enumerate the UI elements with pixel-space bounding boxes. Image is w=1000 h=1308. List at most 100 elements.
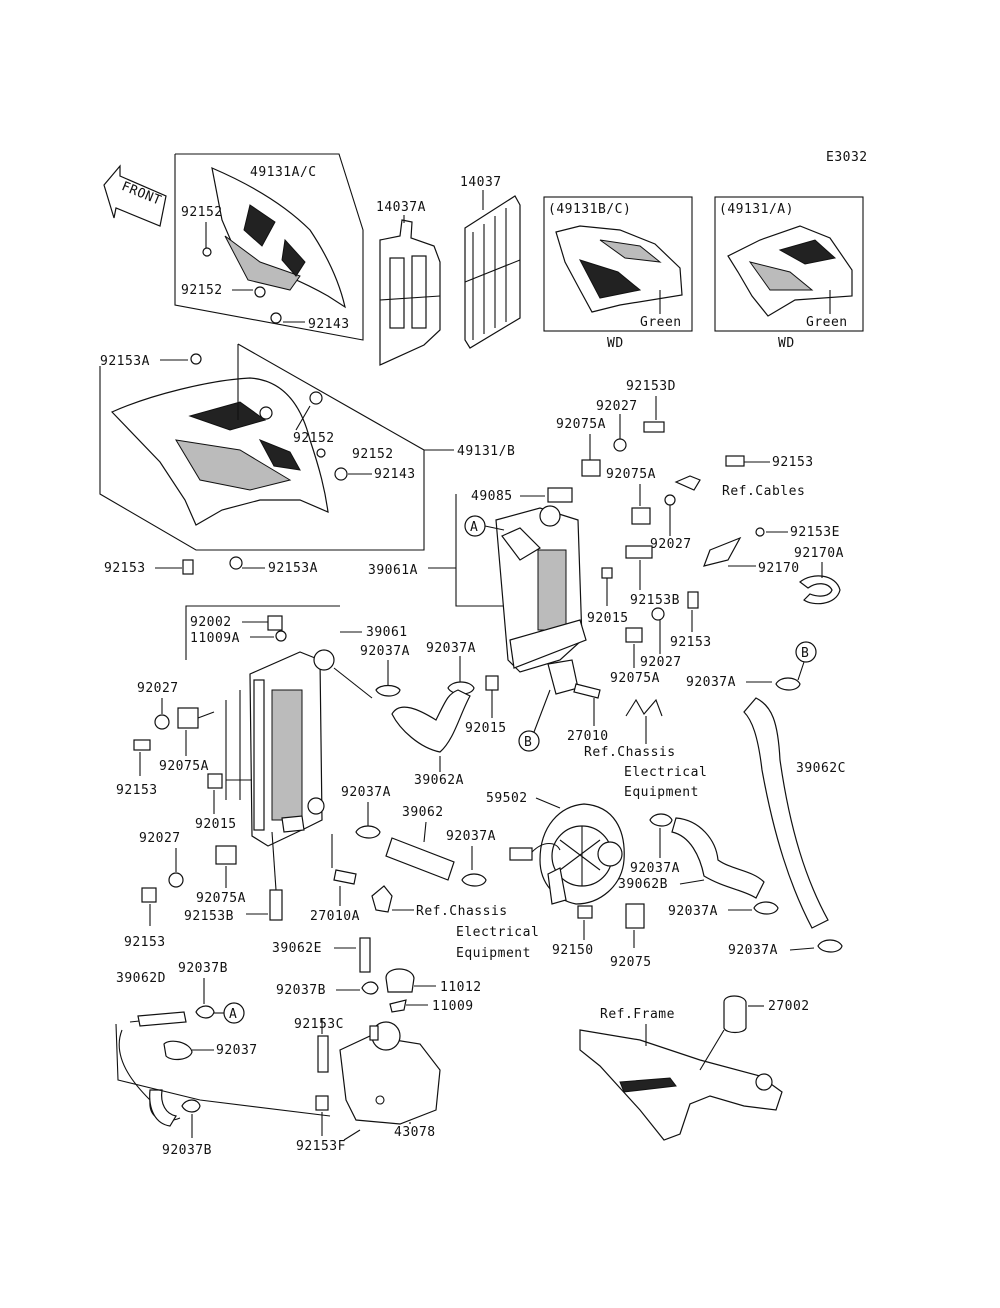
ref-chassis-2: Ref.Chassis bbox=[416, 904, 508, 919]
part-92037a-a: 92037A bbox=[360, 644, 410, 659]
part-92152-b: 92152 bbox=[181, 283, 223, 298]
part-92037b-c: 92037B bbox=[162, 1143, 212, 1158]
part-92170: 92170 bbox=[758, 561, 800, 576]
callout-b-mid-label: B bbox=[524, 735, 532, 750]
hose-39062 bbox=[385, 837, 455, 881]
part-92037a-d: 92037A bbox=[341, 785, 391, 800]
part-92027-e: 92027 bbox=[139, 831, 181, 846]
hose-39062b bbox=[671, 817, 765, 899]
part-92075a-e: 92075A bbox=[196, 891, 246, 906]
part-39061a: 39061A bbox=[368, 563, 418, 578]
wd-box-49131bc bbox=[543, 196, 693, 332]
reservoir-tank-43078 bbox=[339, 1021, 441, 1125]
wd-box-49131a bbox=[714, 196, 864, 332]
part-92075a-d: 92075A bbox=[159, 759, 209, 774]
radiator-39061a bbox=[455, 494, 587, 695]
part-92153a-b: 92153A bbox=[268, 561, 318, 576]
part-14037a: 14037A bbox=[376, 200, 426, 215]
part-27010: 27010 bbox=[567, 729, 609, 744]
part-49131b: 49131/B bbox=[457, 444, 515, 459]
electrical-1: Electrical bbox=[624, 765, 707, 780]
part-92037b-a: 92037B bbox=[178, 961, 228, 976]
shroud-49131b bbox=[99, 343, 425, 551]
part-92153e: 92153E bbox=[790, 525, 840, 540]
part-92027-b: 92027 bbox=[650, 537, 692, 552]
equipment-2: Equipment bbox=[456, 946, 531, 961]
fan-59502 bbox=[509, 803, 625, 905]
part-92002: 92002 bbox=[190, 615, 232, 630]
ref-frame: Ref.Frame bbox=[600, 1007, 675, 1022]
part-92075a-c: 92075A bbox=[610, 671, 660, 686]
part-27010a: 27010A bbox=[310, 909, 360, 924]
part-39062c: 39062C bbox=[796, 761, 846, 776]
part-92037a-f: 92037A bbox=[630, 861, 680, 876]
diagram-code: E3032 bbox=[826, 150, 868, 165]
part-92027-a: 92027 bbox=[596, 399, 638, 414]
ref-chassis-1: Ref.Chassis bbox=[584, 745, 676, 760]
radiator-guard-14037 bbox=[464, 195, 521, 349]
callout-b-right-label: B bbox=[801, 646, 809, 661]
callout-b-right: B bbox=[795, 641, 817, 681]
callout-a-bottom-label: A bbox=[229, 1007, 237, 1022]
part-92153b-b: 92153B bbox=[184, 909, 234, 924]
part-92143-a: 92143 bbox=[308, 317, 350, 332]
part-92153d: 92153D bbox=[626, 379, 676, 394]
callout-a-bottom: A bbox=[212, 1002, 245, 1024]
part-92037a-g: 92037A bbox=[668, 904, 718, 919]
part-92037a-b: 92037A bbox=[426, 641, 476, 656]
part-92075: 92075 bbox=[610, 955, 652, 970]
part-39062b: 39062B bbox=[618, 877, 668, 892]
part-14037: 14037 bbox=[460, 175, 502, 190]
part-92153b-a: 92153B bbox=[630, 593, 680, 608]
part-92037a-h: 92037A bbox=[728, 943, 778, 958]
part-92075a-b: 92075A bbox=[606, 467, 656, 482]
part-11009: 11009 bbox=[432, 999, 474, 1014]
wd-box-49131a-title: (49131/A) bbox=[719, 202, 794, 217]
part-39061: 39061 bbox=[366, 625, 408, 640]
wd-box-49131bc-title: (49131B/C) bbox=[548, 202, 631, 217]
part-92152-c: 92152 bbox=[293, 431, 335, 446]
part-27002-shape bbox=[723, 995, 747, 1034]
part-92153-d: 92153 bbox=[116, 783, 158, 798]
part-92150: 92150 bbox=[552, 943, 594, 958]
part-92027-c: 92027 bbox=[640, 655, 682, 670]
part-92037a-e: 92037A bbox=[446, 829, 496, 844]
part-43078: 43078 bbox=[394, 1125, 436, 1140]
callout-a-top: A bbox=[464, 515, 505, 537]
part-92037: 92037 bbox=[216, 1043, 258, 1058]
part-92152-a: 92152 bbox=[181, 205, 223, 220]
electrical-2: Electrical bbox=[456, 925, 539, 940]
part-92143-b: 92143 bbox=[374, 467, 416, 482]
part-92015-a: 92015 bbox=[587, 611, 629, 626]
part-39062d: 39062D bbox=[116, 971, 166, 986]
wd-box-49131a-note: WD bbox=[778, 336, 795, 351]
part-39062: 39062 bbox=[402, 805, 444, 820]
radiator-39061 bbox=[185, 605, 340, 847]
part-92037a-c: 92037A bbox=[686, 675, 736, 690]
ref-cables: Ref.Cables bbox=[722, 484, 805, 499]
part-92170a: 92170A bbox=[794, 546, 844, 561]
hose-39062c bbox=[743, 697, 829, 929]
wd-box-49131bc-note: WD bbox=[607, 336, 624, 351]
shroud-group-49131ac bbox=[174, 153, 364, 341]
part-59502: 59502 bbox=[486, 791, 528, 806]
radiator-guard-14037a bbox=[379, 219, 441, 366]
part-39062e: 39062E bbox=[272, 941, 322, 956]
part-27002: 27002 bbox=[768, 999, 810, 1014]
part-39062a: 39062A bbox=[414, 773, 464, 788]
part-92153f: 92153F bbox=[296, 1139, 346, 1154]
callout-a-top-label: A bbox=[470, 520, 478, 535]
part-92037b-b: 92037B bbox=[276, 983, 326, 998]
part-11012: 11012 bbox=[440, 980, 482, 995]
part-92153-e: 92153 bbox=[124, 935, 166, 950]
part-92027-d: 92027 bbox=[137, 681, 179, 696]
part-49085: 49085 bbox=[471, 489, 513, 504]
part-92075a-a: 92075A bbox=[556, 417, 606, 432]
part-92153c: 92153C bbox=[294, 1017, 344, 1032]
part-92153-c: 92153 bbox=[670, 635, 712, 650]
frame-section bbox=[579, 1029, 783, 1141]
part-92153a-a: 92153A bbox=[100, 354, 150, 369]
callout-b-mid: B bbox=[518, 689, 551, 752]
hose-39062a bbox=[391, 689, 471, 753]
